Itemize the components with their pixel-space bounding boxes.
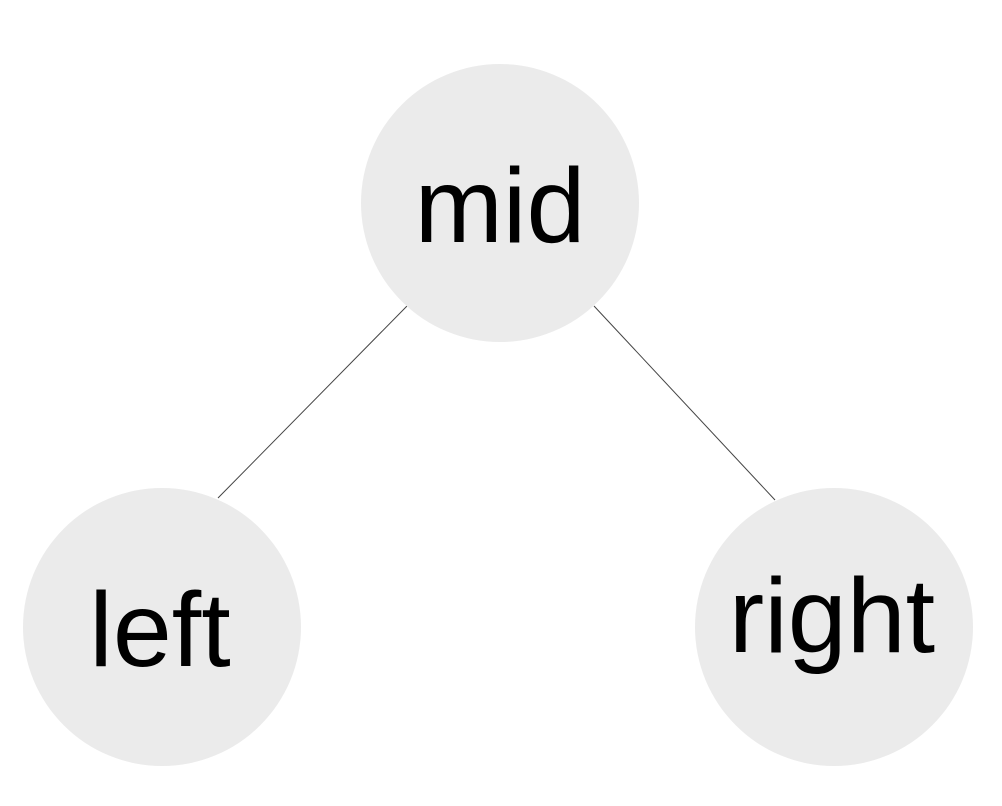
node-right: right — [695, 488, 973, 766]
node-left-label: left — [89, 571, 230, 689]
node-right-label: right — [729, 557, 935, 675]
node-right-circle — [695, 488, 973, 766]
node-mid-circle — [361, 64, 639, 342]
edge-mid-right — [593, 305, 776, 501]
node-mid-label: mid — [415, 147, 586, 265]
node-left-circle — [23, 488, 301, 766]
edge-mid-left — [217, 305, 408, 499]
node-mid: mid — [361, 64, 639, 342]
node-left: left — [23, 488, 301, 766]
